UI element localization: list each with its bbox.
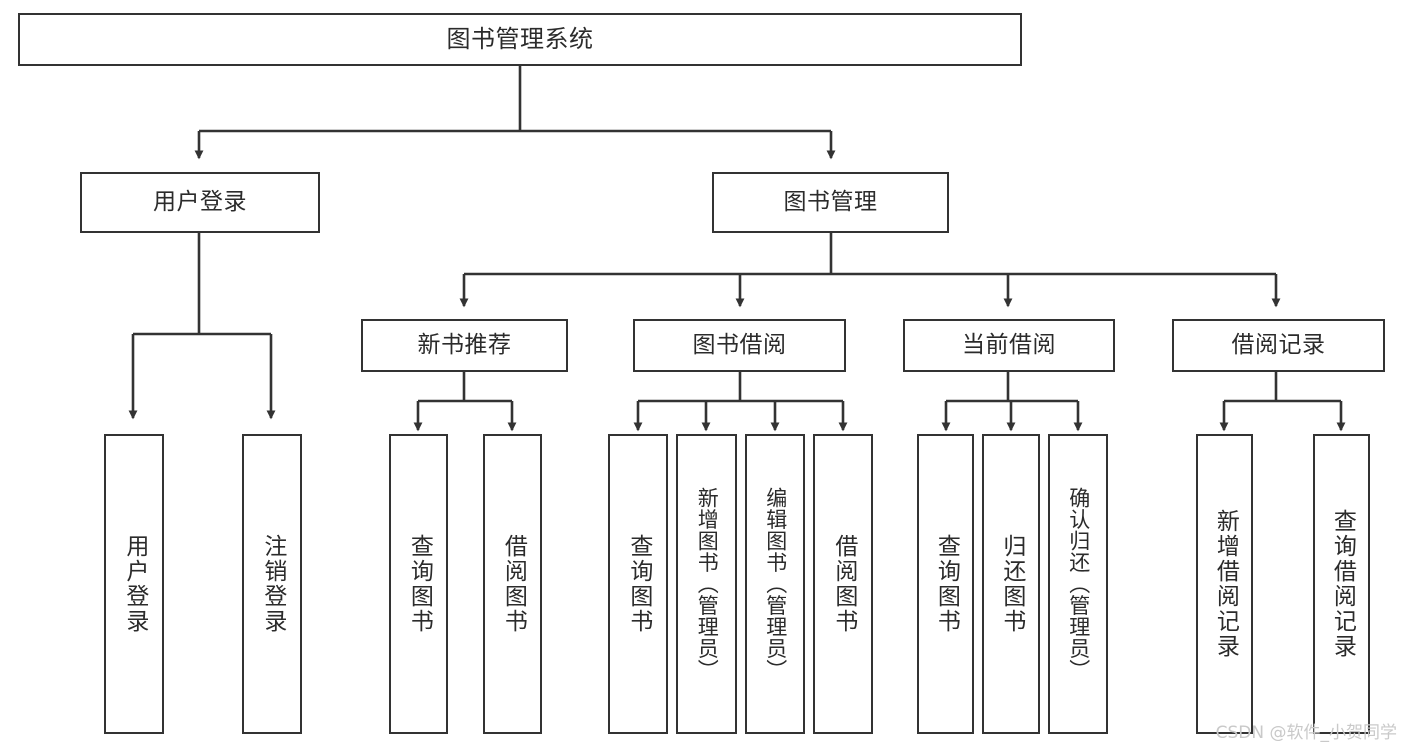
node-label: 图书管理系统 [446,24,594,53]
node-label: 用户登录 [153,189,247,216]
leaf-current-query-book[interactable]: 查询图书 [917,434,974,734]
node-user-login[interactable]: 用户登录 [80,172,320,233]
leaf-current-return-book[interactable]: 归还图书 [982,434,1040,734]
leaf-records-add-record[interactable]: 新增借阅记录 [1196,434,1253,734]
node-label: 查询图书 [933,534,960,634]
node-label: 图书管理 [783,189,878,216]
node-borrow-records[interactable]: 借阅记录 [1172,319,1385,372]
leaf-user-login[interactable]: 用户登录 [104,434,164,734]
node-current-borrow[interactable]: 当前借阅 [903,319,1115,372]
node-label: 查询图书 [406,534,433,634]
csdn-watermark: CSDN @软件_小贺同学 [1215,723,1397,743]
node-label: 用户登录 [121,534,148,634]
node-label: 新增借阅记录 [1212,509,1239,659]
node-label: 借阅图书 [830,534,857,634]
node-label: 查询借阅记录 [1329,509,1356,659]
node-label: 借阅记录 [1231,332,1326,359]
leaf-borrow-query-book[interactable]: 查询图书 [608,434,668,734]
node-label: 编辑图书（管理员） [763,487,788,681]
leaf-logout[interactable]: 注销登录 [242,434,302,734]
leaf-newbooks-borrow-book[interactable]: 借阅图书 [483,434,542,734]
node-book-management[interactable]: 图书管理 [712,172,949,233]
leaf-current-confirm-return-admin[interactable]: 确认归还（管理员） [1048,434,1108,734]
node-label: 图书借阅 [692,332,787,359]
node-new-book-recommend[interactable]: 新书推荐 [361,319,568,372]
node-label: 借阅图书 [500,534,527,634]
leaf-borrow-edit-book-admin[interactable]: 编辑图书（管理员） [745,434,805,734]
node-label: 确认归还（管理员） [1066,487,1091,681]
node-label: 注销登录 [259,534,286,634]
node-label: 新增图书（管理员） [695,487,720,681]
node-book-borrow[interactable]: 图书借阅 [633,319,846,372]
leaf-borrow-add-book-admin[interactable]: 新增图书（管理员） [676,434,737,734]
node-label: 归还图书 [998,534,1025,634]
node-label: 当前借阅 [962,332,1056,359]
node-root-system[interactable]: 图书管理系统 [18,13,1022,66]
leaf-records-query-record[interactable]: 查询借阅记录 [1313,434,1370,734]
node-label: 新书推荐 [417,332,512,359]
leaf-newbooks-query-book[interactable]: 查询图书 [389,434,448,734]
leaf-borrow-borrow-book[interactable]: 借阅图书 [813,434,873,734]
node-label: 查询图书 [625,534,652,634]
